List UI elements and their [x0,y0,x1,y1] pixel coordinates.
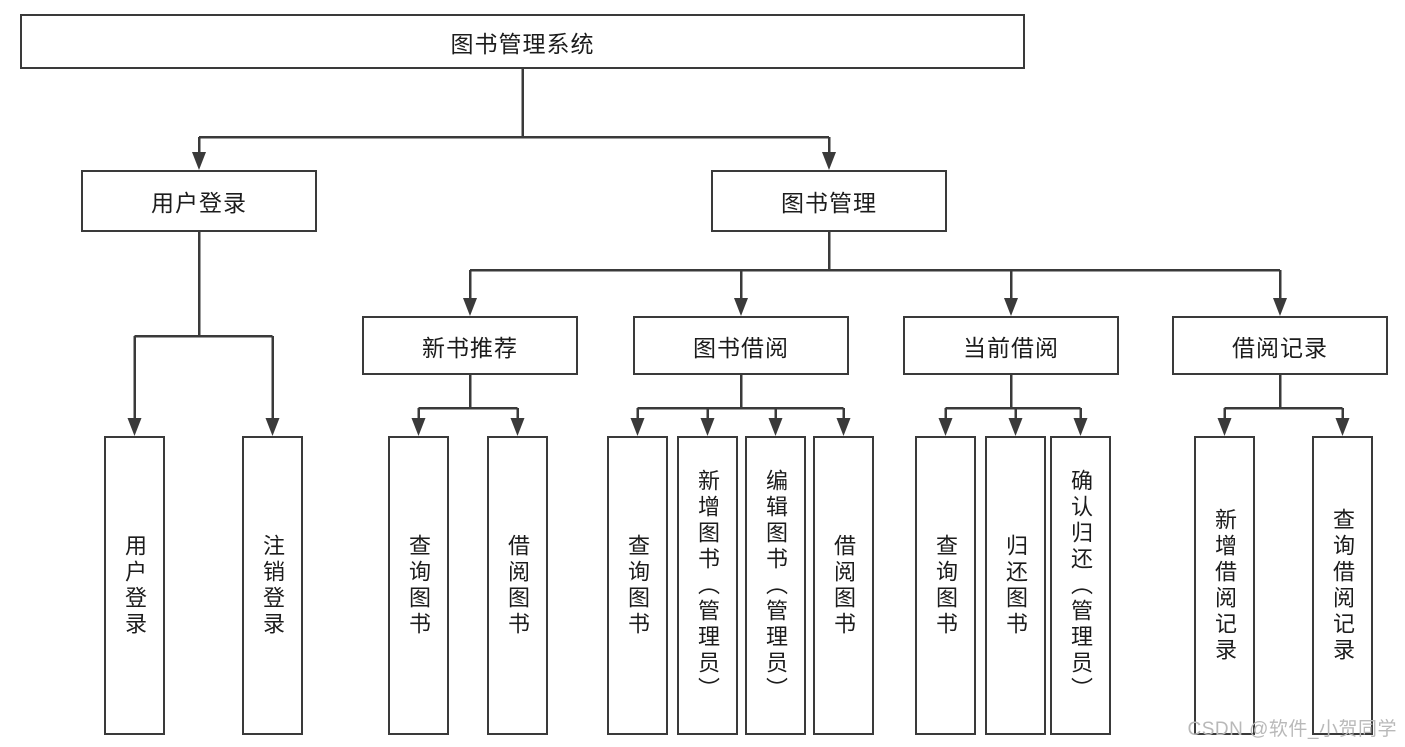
node-label: 确认归还（管理员） [1068,468,1094,703]
node-current-borrow[interactable]: 当前借阅 [903,316,1119,375]
node-label: 查询图书 [625,533,651,638]
watermark-text: CSDN @软件_小贺同学 [1187,719,1397,740]
node-leaf-rec-query-book[interactable]: 查询图书 [388,436,449,735]
node-label: 借阅记录 [1232,334,1328,361]
node-leaf-user-login[interactable]: 用户登录 [104,436,165,735]
node-label: 图书管理系统 [450,30,595,57]
node-user-login[interactable]: 用户登录 [81,170,317,232]
node-label: 归还图书 [1003,533,1029,638]
node-label: 借阅图书 [505,533,531,638]
node-label: 当前借阅 [963,334,1059,361]
node-label: 新书推荐 [422,334,518,361]
node-label: 用户登录 [151,190,247,216]
node-label: 新增借阅记录 [1212,507,1238,664]
node-label: 图书借阅 [693,334,789,361]
node-leaf-cur-confirm-return[interactable]: 确认归还（管理员） [1050,436,1111,735]
node-leaf-borrow-query-book[interactable]: 查询图书 [607,436,668,735]
node-label: 新增图书（管理员） [695,468,721,703]
node-label: 用户登录 [122,533,148,638]
node-leaf-rec-query-record[interactable]: 查询借阅记录 [1312,436,1373,735]
node-leaf-rec-borrow-book[interactable]: 借阅图书 [487,436,548,735]
node-new-book-rec[interactable]: 新书推荐 [362,316,578,375]
node-book-borrow[interactable]: 图书借阅 [633,316,849,375]
node-label: 查询借阅记录 [1330,507,1356,664]
node-label: 编辑图书（管理员） [763,468,789,703]
node-leaf-cur-query-book[interactable]: 查询图书 [915,436,976,735]
node-label: 注销登录 [260,533,286,638]
node-leaf-rec-add-record[interactable]: 新增借阅记录 [1194,436,1255,735]
node-label: 查询图书 [933,533,959,638]
node-leaf-user-logout[interactable]: 注销登录 [242,436,303,735]
node-leaf-borrow-edit-book[interactable]: 编辑图书（管理员） [745,436,806,735]
node-borrow-record[interactable]: 借阅记录 [1172,316,1388,375]
node-label: 图书管理 [781,190,877,216]
node-book-manage[interactable]: 图书管理 [711,170,947,232]
node-label: 查询图书 [406,533,432,638]
node-leaf-cur-return-book[interactable]: 归还图书 [985,436,1046,735]
node-label: 借阅图书 [831,533,857,638]
node-leaf-borrow-add-book[interactable]: 新增图书（管理员） [677,436,738,735]
node-root[interactable]: 图书管理系统 [20,14,1025,69]
node-leaf-borrow-borrow-book[interactable]: 借阅图书 [813,436,874,735]
